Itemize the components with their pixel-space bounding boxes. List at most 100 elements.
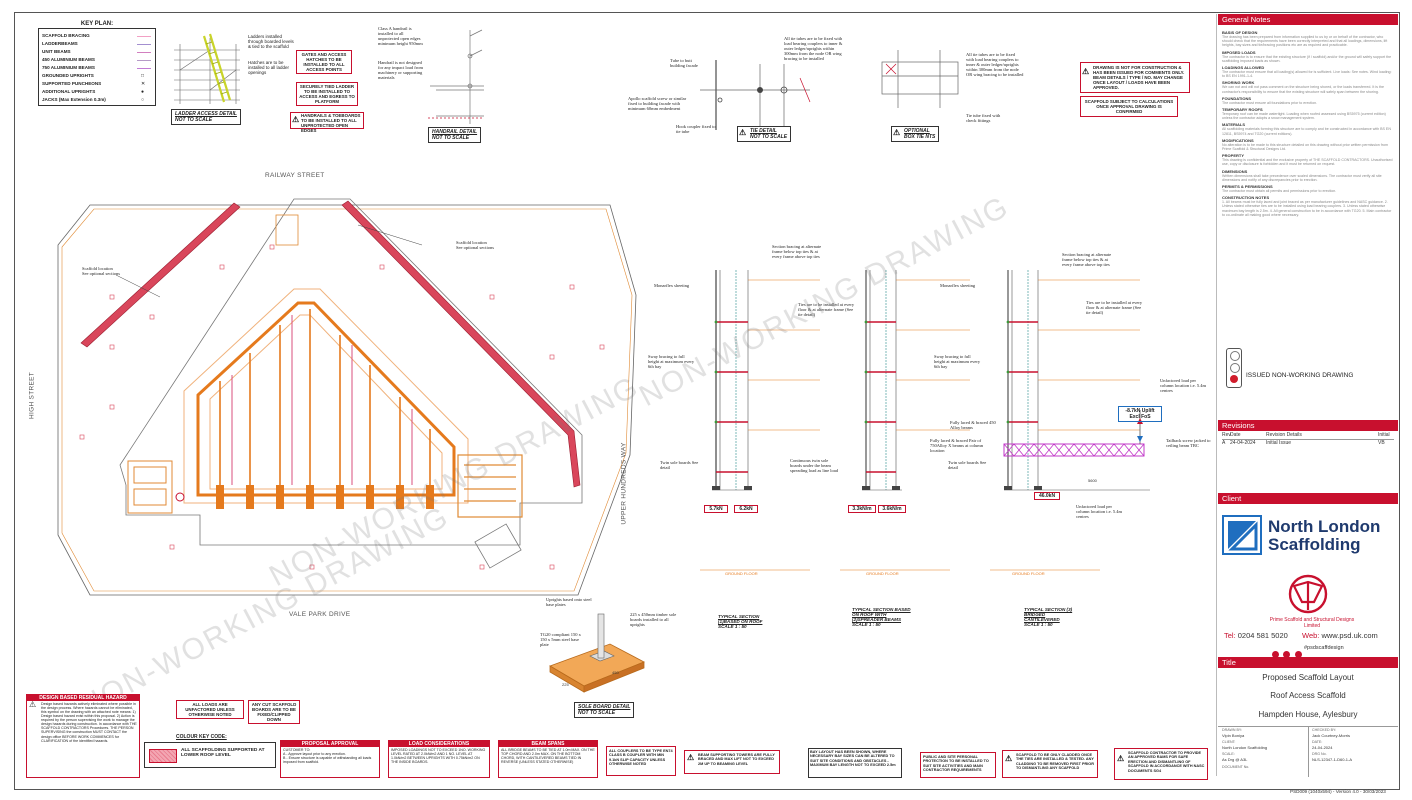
client-name-line-2: Scaffolding [1268, 535, 1361, 554]
title-line-2: Roof Access Scaffold [1270, 691, 1346, 700]
uplift-box: -8.7kN Uplift Excl FoS [1118, 406, 1162, 422]
sole-board-caption: SOLE BOARD DETAIL NOT TO SCALE [574, 702, 635, 718]
bay-layout-box: BAY LAYOUT HAS BEEN SHOWN, WHERE NECESSA… [808, 748, 902, 778]
warning-triangle-icon: ⚠ [1005, 754, 1013, 763]
public-protection-box: PUBLIC AND SITE PERSONAL PROTECTION TO B… [920, 752, 996, 778]
gn-text-2: The contractor must ensure that all load… [1222, 70, 1392, 79]
warning-triangle-icon: ⚠ [687, 753, 695, 762]
s3-ties-note: Ties are to be installed at every floor … [1086, 300, 1143, 315]
key-item-supported-puncheons: SUPPORTED PUNCHEONS [42, 81, 102, 86]
client-label: CLIENT: [1222, 740, 1236, 744]
load-considerations-title: LOAD CONSIDERATIONS [389, 741, 489, 747]
s2-caption-title: TYPICAL SECTION BASED ON ROOF WITH (2)SP… [852, 607, 911, 622]
tie-detail-title: TIE DETAIL [750, 128, 777, 134]
rev-col-initial: Initial [1378, 432, 1390, 438]
ladder-detail-scale: NOT TO SCALE [175, 117, 213, 123]
gn-title-5: TEMPORARY ROOFS [1222, 107, 1263, 113]
s3-unfactored-top-note: Unfactored load per column location i.e.… [1160, 378, 1206, 393]
gn-text-9: Written dimensions shall take precedence… [1222, 173, 1382, 182]
s2-load-2: 3.6kN/m [878, 505, 906, 513]
client-logo-icon [1222, 515, 1262, 555]
s3-sway-note: Sway bracing to full height at maximum e… [934, 354, 981, 369]
tie-detail-caption: ⚠ TIE DETAIL NOT TO SCALE [737, 126, 792, 142]
gates-warning: GATES AND ACCESS HATCHES TO BE INSTALLED… [296, 50, 352, 74]
beam-spans-text: ALL BRIDGE BEAMS TO BE TIED AT 1.0m MAX.… [501, 747, 595, 765]
s3-caption: TYPICAL SECTION (3) BRIDGED CANTILEVERED… [1024, 607, 1078, 627]
gn-text-0: The drawing has been prepared from infor… [1222, 35, 1388, 48]
ladder-note-1: Ladders installed through boarded levels… [248, 34, 294, 49]
s1-caption-scale: SCALE 1 : 50 [718, 624, 747, 629]
facebook-icon[interactable] [1272, 651, 1279, 658]
gn-title-1: IMPOSED LOADS [1222, 49, 1256, 55]
s3-fully-braced-note: Fully laced & braced 450 Alloy beams [950, 420, 996, 430]
hazard-text: Design based hazards actively eliminated… [41, 701, 137, 743]
gn-title-7: MODIFICATIONS [1222, 137, 1254, 143]
designer-name: Prime Scaffold and Structural Designs Li… [1269, 617, 1355, 629]
sole-note-3: TG20 compliant 150 x 150 x 5mm steel bas… [540, 632, 581, 647]
handrail-detail-scale: NOT TO SCALE [432, 135, 470, 141]
tie-detail-drawing [700, 60, 811, 130]
revisions-table: Rev Date Revision Details Initial A 24-0… [1222, 432, 1394, 447]
warning-triangle-icon: ⚠ [739, 128, 747, 137]
instagram-icon[interactable] [1283, 651, 1291, 658]
linkedin-icon[interactable] [1294, 651, 1302, 658]
psd-logo-icon [1288, 574, 1328, 614]
s1-ties-note: Ties are to be installed at every floor … [798, 302, 855, 317]
revisions-header: Revisions [1218, 420, 1398, 431]
colour-key-title: COLOUR KEY CODE: [176, 734, 227, 740]
revision-row: A 24-04-2024 Initial Issue VB [1222, 440, 1394, 447]
traffic-light-icon [1226, 348, 1242, 388]
social-icons[interactable] [1272, 645, 1302, 663]
rev-col-rev: Rev [1222, 432, 1231, 438]
not-for-construction-text: DRAWING IS NOT FOR CONSTRUCTION & HAS BE… [1093, 65, 1185, 90]
title-panel [1216, 14, 1399, 776]
key-item-unit-beams: UNIT BEAMS [42, 49, 71, 54]
load-considerations-box: LOAD CONSIDERATIONS IMPOSED LOADINGS NOT… [388, 740, 490, 778]
sole-dim-450: 450 [612, 670, 619, 675]
footer-code: PSD009 (1040x594) [1290, 789, 1332, 794]
s2-ground-label: GROUND FLOOR [866, 571, 899, 576]
tel-value: 0204 581 5020 [1237, 631, 1288, 640]
site-plan-drawing [57, 198, 637, 596]
calculations-box: SCAFFOLD SUBJECT TO CALCULATIONS ONCE AP… [1080, 96, 1178, 117]
box-tie-drawing [881, 50, 959, 108]
gn-text-5: Temporary roof can be made watertight. L… [1222, 112, 1386, 121]
gn-text-6: All scaffolding materials forming this s… [1222, 127, 1391, 136]
rev-value: A [1222, 440, 1226, 446]
s3-tailback-note: Tailback screw jacked to ceiling beam TB… [1166, 438, 1211, 448]
scaffold-location-top: Scaffold location See optional sections [456, 240, 494, 250]
gn-title-0: BASIS OF DESIGN [1222, 30, 1258, 35]
client-value: North London Scaffolding [1222, 745, 1268, 750]
s1-load-1: 5.7kN [704, 505, 728, 513]
key-swatch-750 [137, 68, 151, 69]
s3-unfactored-bottom-note: Unfactored load per column location i.e.… [1076, 504, 1122, 519]
hazard-title: DESIGN BASED RESIDUAL HAZARD [27, 695, 139, 701]
rams-text: SCAFFOLD CONTRACTOR TO PROVIDE AN APPROV… [1128, 751, 1205, 773]
gn-title-10: PERMITS & PERMISSIONS [1222, 184, 1273, 190]
s2-load-1: 3.3kN/m [848, 505, 876, 513]
beam-towers-box: ⚠ BEAM SUPPORTING TOWERS ARE FULLY BRACE… [684, 750, 780, 774]
handrail-note-2: Handrail is not designed for any impact … [378, 60, 423, 80]
warning-triangle-icon: ⚠ [1117, 754, 1125, 763]
s1-caption: TYPICAL SECTION (1)BASED ON ROOF SCALE 1… [718, 614, 778, 629]
s3-sole-note: Twin sole boards See detail [948, 460, 987, 470]
key-item-jacks: JACKS (Max Extension 0.3m) [42, 97, 106, 102]
scaffold-location-left: Scaffold location See optional sections [82, 266, 120, 276]
rev-initial: VB [1378, 440, 1385, 446]
handrail-note-1: Class A handrail is installed to all unp… [378, 26, 423, 46]
s1-monarflex-note: Monarflex sheeting [654, 283, 690, 288]
s3-pair-note: Fully laced & braced Pair of 750Alloy X … [930, 438, 983, 453]
warning-triangle-icon: ⚠ [292, 115, 300, 124]
drawn-by-value: Vipin Boniya [1222, 733, 1245, 738]
title-header: Title [1218, 657, 1398, 668]
handrail-detail-title: HANDRAIL DETAIL [432, 129, 478, 135]
traffic-light-red [1230, 375, 1238, 383]
traffic-light-green [1230, 351, 1240, 361]
key-item-additional-uprights: ADDITIONAL UPRIGHTS [42, 89, 96, 94]
gn-text-7: No alteration is to be made to this stru… [1222, 142, 1388, 152]
gn-title-6: MATERIALS [1222, 122, 1246, 128]
handrails-warning-text: HANDRAILS & TOEBOARDS TO BE INSTALLED TO… [301, 113, 361, 133]
sections-drawing [700, 270, 1150, 571]
warning-triangle-icon: ⚠ [893, 128, 901, 137]
handrail-detail-caption: HANDRAIL DETAIL NOT TO SCALE [428, 127, 482, 143]
